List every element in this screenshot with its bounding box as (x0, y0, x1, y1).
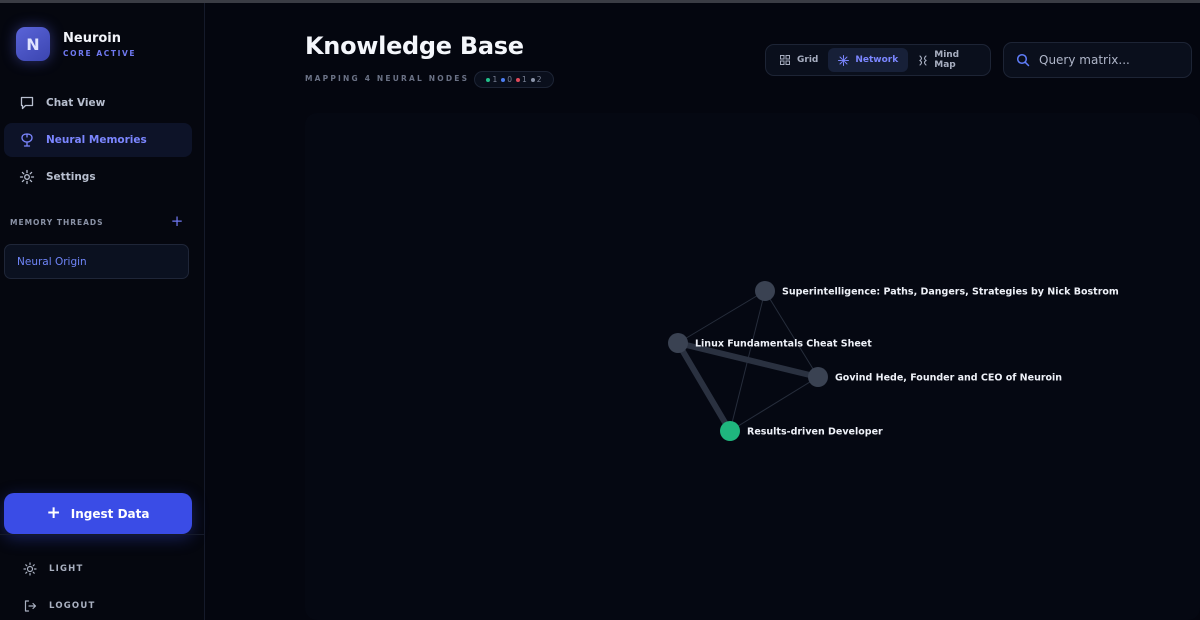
nav-item-neural-memories[interactable]: Neural Memories (4, 123, 192, 157)
graph-node-label[interactable]: Superintelligence: Paths, Dangers, Strat… (782, 287, 1119, 298)
view-mode-toggle: Grid Network Mind Map (765, 44, 991, 76)
legend-dot (486, 78, 491, 82)
grid-icon (780, 55, 791, 66)
graph-edge (729, 376, 819, 432)
network-icon (838, 54, 850, 66)
graph-node-label[interactable]: Linux Fundamentals Cheat Sheet (695, 339, 872, 350)
ingest-data-button[interactable]: + Ingest Data (4, 493, 192, 534)
search-icon (1016, 53, 1030, 67)
graph-node-label[interactable]: Results-driven Developer (747, 427, 883, 438)
legend-dot (501, 78, 506, 82)
view-label: Network (855, 55, 899, 65)
network-graph[interactable]: Superintelligence: Paths, Dangers, Strat… (305, 113, 1200, 620)
nav-item-chat-view[interactable]: Chat View (4, 86, 192, 120)
graph-canvas[interactable]: Superintelligence: Paths, Dangers, Strat… (305, 113, 1200, 620)
brain-icon (18, 132, 35, 149)
nav-item-label: Neural Memories (46, 134, 147, 146)
graph-node-label[interactable]: Govind Hede, Founder and CEO of Neuroin (835, 373, 1062, 384)
search-input[interactable] (1039, 53, 1189, 67)
nav-item-settings[interactable]: Settings (4, 160, 192, 194)
graph-node[interactable] (755, 281, 775, 301)
logout-label: LOGOUT (49, 600, 96, 611)
graph-node[interactable] (668, 333, 688, 353)
brand-status: CORE ACTIVE (63, 48, 137, 58)
view-network-button[interactable]: Network (828, 48, 909, 72)
mind-map-icon (918, 54, 928, 66)
graph-node[interactable] (720, 421, 740, 441)
node-type-legend: 1 0 1 2 (474, 71, 554, 88)
graph-edge (677, 290, 766, 344)
brand-logo: N (16, 27, 50, 61)
graph-node[interactable] (808, 367, 828, 387)
legend-item: 0 (501, 75, 512, 84)
view-label: Grid (797, 55, 819, 65)
add-thread-button[interactable]: + (170, 212, 184, 230)
page-title: Knowledge Base (305, 32, 524, 60)
brand: N Neuroin CORE ACTIVE (16, 27, 136, 61)
legend-item: 2 (530, 75, 542, 84)
logout-icon (23, 598, 38, 613)
theme-toggle-button[interactable]: LIGHT (23, 561, 83, 576)
gear-icon (18, 169, 35, 186)
sidebar-divider (0, 534, 205, 535)
plus-icon: + (46, 503, 61, 523)
thread-item-neural-origin[interactable]: Neural Origin (4, 244, 189, 279)
theme-toggle-label: LIGHT (49, 563, 84, 574)
node-count-subtitle: MAPPING 4 NEURAL NODES (305, 74, 470, 83)
brand-name: Neuroin (63, 30, 122, 46)
memory-threads-heading: MEMORY THREADS (10, 218, 104, 227)
sidebar: N Neuroin CORE ACTIVE Chat View Neural M… (0, 3, 205, 620)
nav-item-label: Settings (46, 171, 96, 183)
view-mind-map-button[interactable]: Mind Map (908, 48, 986, 72)
graph-edge (675, 340, 821, 380)
sun-icon (23, 561, 38, 576)
chat-bubble-icon (18, 95, 35, 112)
window-top-border (0, 0, 1200, 3)
view-grid-button[interactable]: Grid (770, 48, 828, 72)
legend-dot (516, 78, 520, 82)
legend-item: 1 (516, 75, 527, 84)
legend-dot (530, 78, 535, 82)
search-box (1003, 42, 1192, 78)
legend-item: 1 (486, 75, 497, 84)
view-label: Mind Map (934, 50, 960, 70)
nav-item-label: Chat View (46, 97, 106, 109)
graph-edge (764, 290, 819, 378)
graph-edge (675, 340, 733, 434)
logout-button[interactable]: LOGOUT (23, 598, 95, 613)
ingest-data-label: Ingest Data (70, 506, 150, 521)
